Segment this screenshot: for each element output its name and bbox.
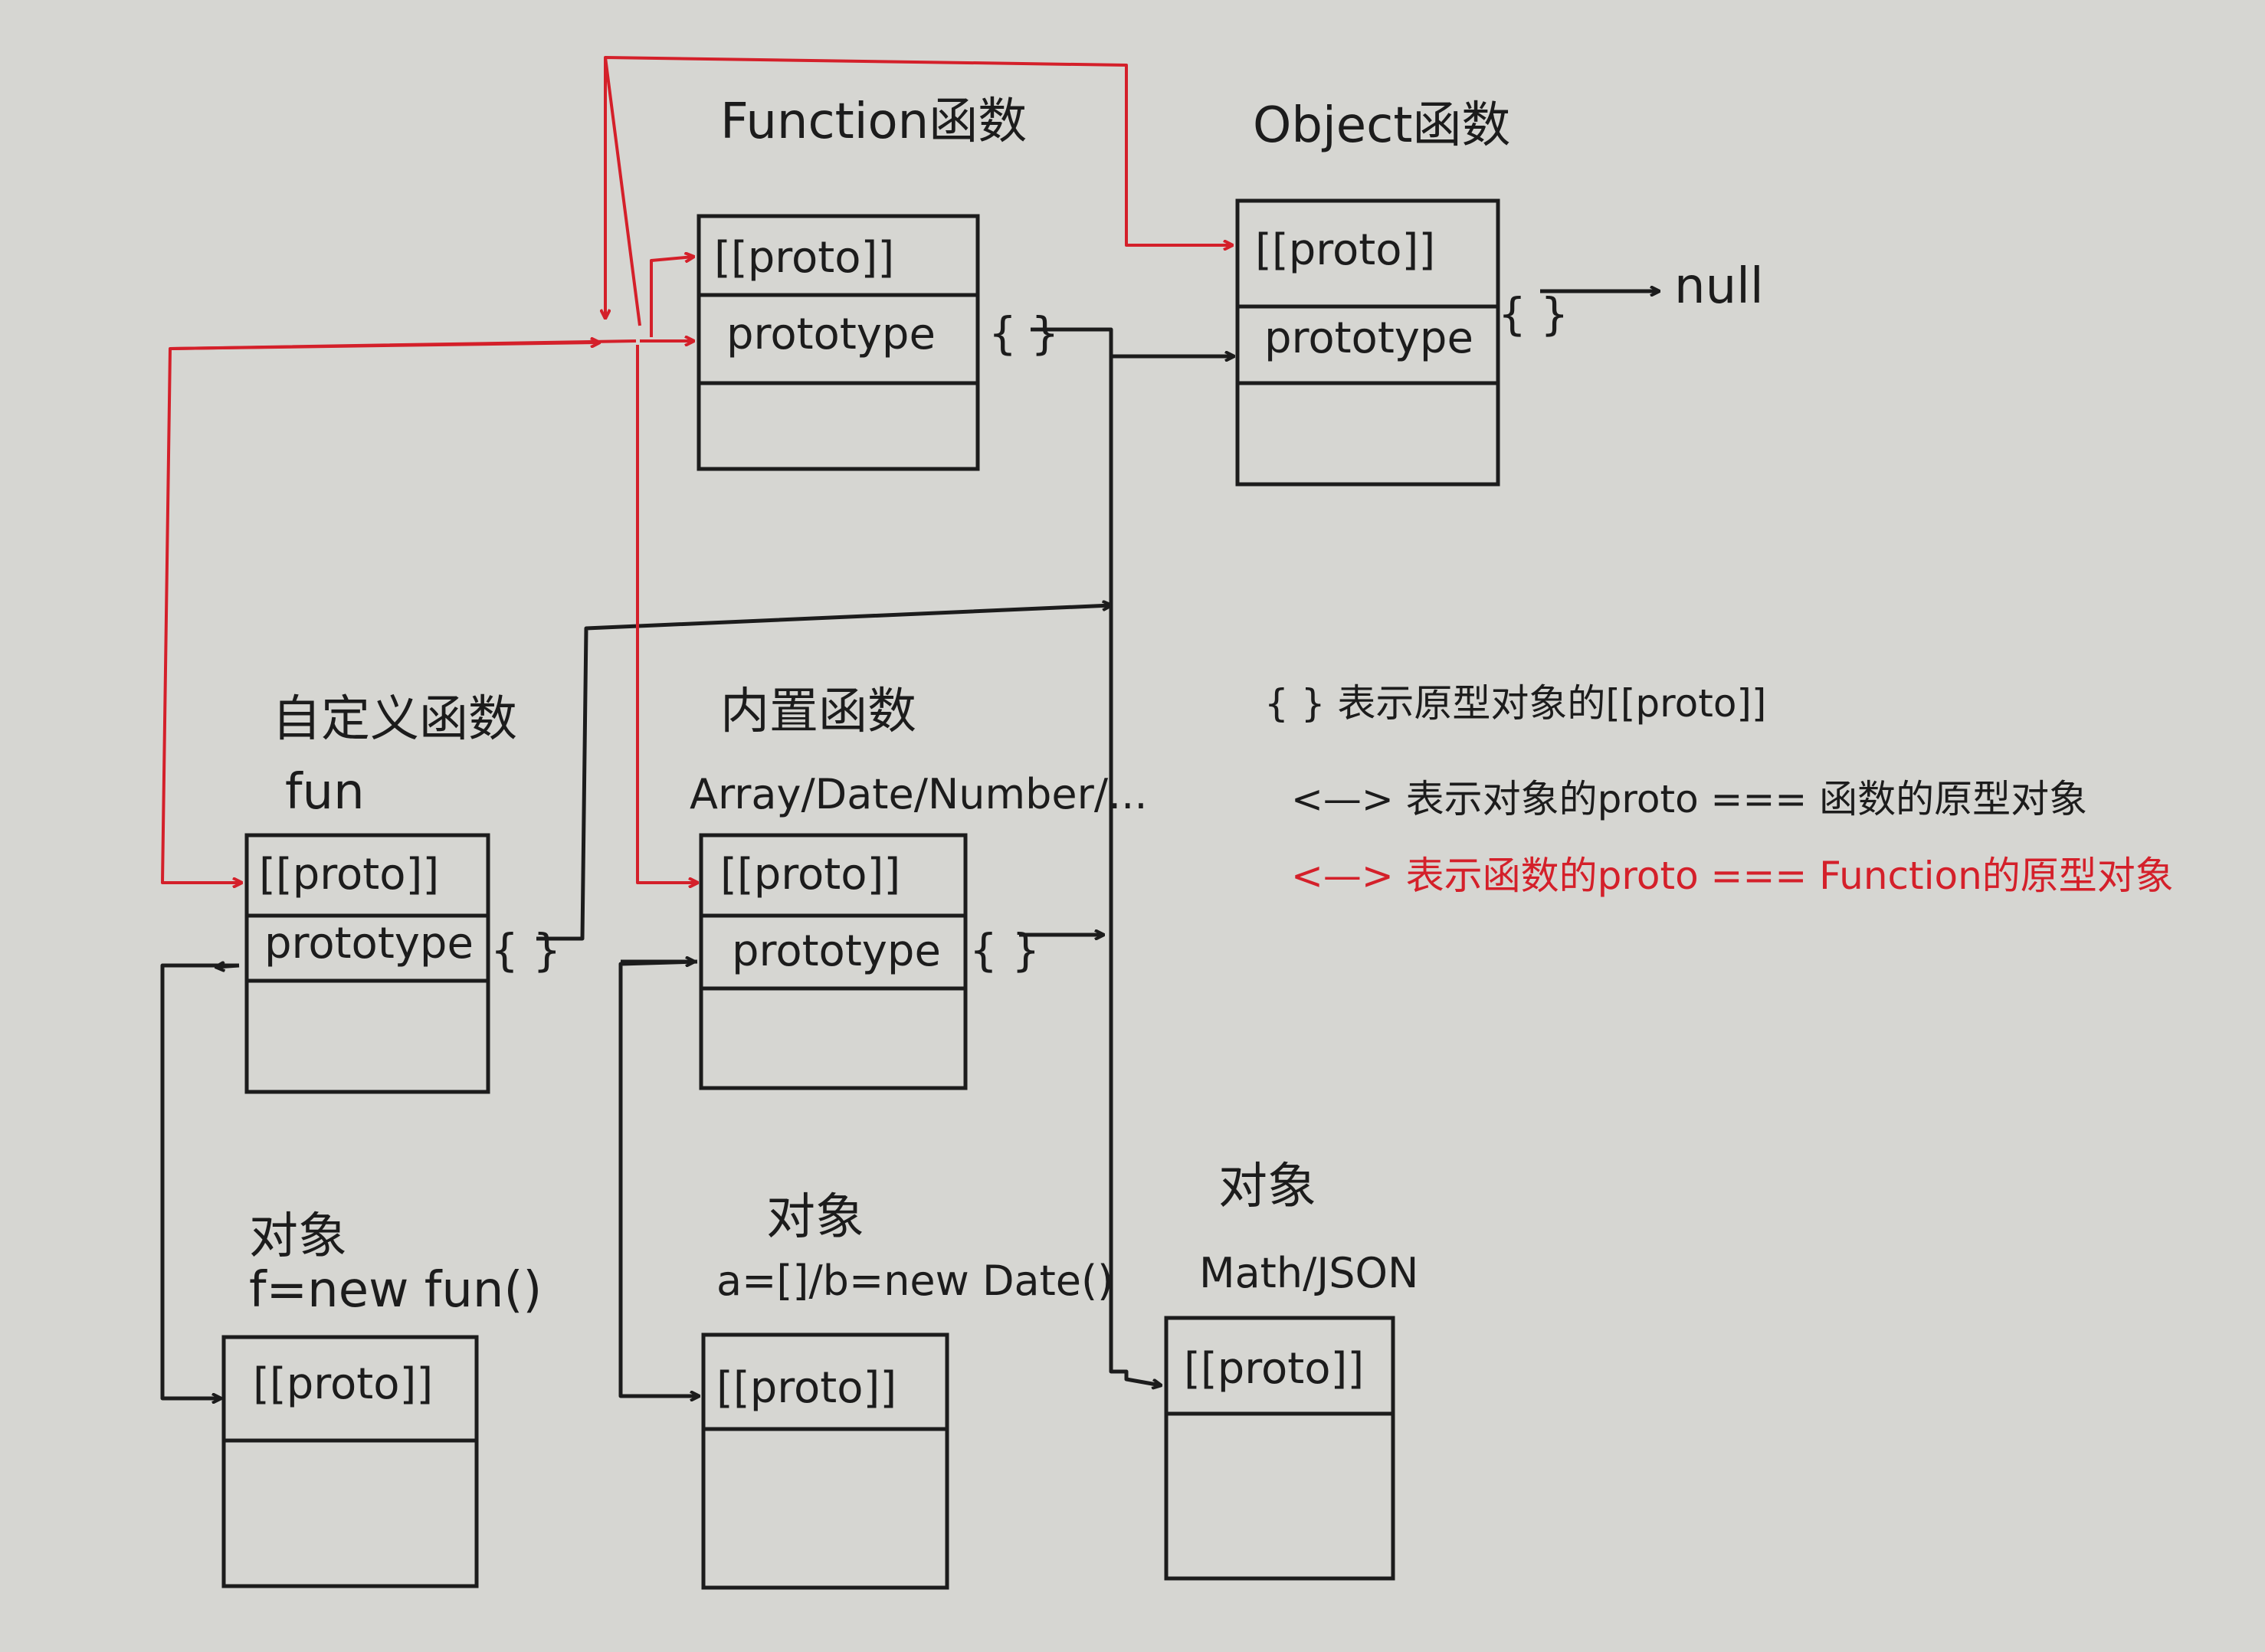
object-f-box: 对象 f=new fun() [[proto]]: [221, 1208, 542, 1588]
legend: { } 表示原型对象的[[proto]] <—> 表示对象的proto === …: [1264, 681, 2174, 898]
object-ab-frame: [701, 1332, 949, 1590]
object-math-frame: [1164, 1316, 1395, 1581]
red-left-to-hub: [169, 343, 599, 350]
object-ab-title: 对象: [766, 1189, 864, 1246]
custom-function-subtitle: fun: [285, 764, 365, 821]
object-f-subtitle: f=new fun(): [249, 1262, 542, 1319]
object-ab-box: 对象 a=[]/b=new Date() [[proto]]: [701, 1189, 1113, 1590]
function-box: Function函数 [[proto]] prototype { }: [697, 93, 1059, 471]
object-f-frame: [221, 1335, 479, 1588]
object-math-proto-cell: [[proto]]: [1184, 1344, 1364, 1394]
legend-line-braces: { } 表示原型对象的[[proto]]: [1264, 681, 1766, 726]
builtin-box-frame: [699, 833, 968, 1090]
object-math-title: 对象: [1218, 1159, 1316, 1215]
builtin-proto-to-function-prototype: [636, 345, 697, 883]
object-proto-cell: [[proto]]: [1255, 225, 1435, 275]
object-ab-subtitle: a=[]/b=new Date(): [716, 1257, 1113, 1305]
builtin-function-box: 内置函数 Array/Date/Number/... [[proto]] pro…: [690, 683, 1148, 1090]
object-math-subtitle: Math/JSON: [1199, 1249, 1418, 1297]
object-box: Object函数 [[proto]] prototype { } null: [1235, 97, 1764, 487]
object-f-proto-cell: [[proto]]: [253, 1359, 433, 1409]
builtin-prototype-cell: prototype: [732, 926, 941, 976]
custom-proto-cell: [[proto]]: [259, 850, 439, 900]
custom-prototype-arrowhead: [216, 965, 240, 967]
object-prototype-brace: { }: [1498, 288, 1568, 340]
builtin-prototype-brace: { }: [969, 924, 1040, 976]
object-box-frame: [1235, 198, 1500, 487]
hub-to-function-proto: [650, 257, 693, 337]
legend-line-black: <—> 表示对象的proto === 函数的原型对象: [1291, 777, 2087, 821]
function-title: Function函数: [720, 93, 1027, 150]
function-box-frame: [697, 214, 980, 471]
null-label: null: [1674, 258, 1764, 315]
object-ab-to-builtin-prototype: [618, 959, 699, 1396]
custom-function-title: 自定义函数: [272, 691, 517, 748]
object-title: Object函数: [1253, 97, 1510, 154]
object-prototype-cell: prototype: [1264, 313, 1473, 363]
custom-prototype-to-trunk: [536, 605, 1111, 941]
function-prototype-cell: prototype: [726, 310, 936, 359]
object-f-title: 对象: [249, 1208, 347, 1265]
builtin-function-title: 内置函数: [720, 683, 916, 740]
function-proto-cell: [[proto]]: [714, 233, 894, 283]
object-ab-proto-cell: [[proto]]: [716, 1363, 896, 1413]
custom-box-frame: [244, 833, 490, 1094]
object-math-box: 对象 Math/JSON [[proto]]: [1164, 1159, 1418, 1581]
function-prototype-brace: { }: [988, 307, 1059, 359]
builtin-proto-cell: [[proto]]: [720, 850, 900, 900]
custom-function-box: 自定义函数 fun [[proto]] prototype { }: [244, 691, 561, 1094]
object-f-to-custom-prototype: [160, 963, 239, 1398]
function-proto-to-object-prototype: [604, 56, 1232, 326]
builtin-function-subtitle: Array/Date/Number/...: [690, 770, 1148, 818]
custom-prototype-cell: prototype: [264, 919, 474, 969]
custom-prototype-brace: { }: [490, 924, 561, 976]
custom-proto-to-function-prototype: [161, 339, 637, 883]
legend-line-red: <—> 表示函数的proto === Function的原型对象: [1291, 854, 2174, 898]
trunk-to-math-proto: [1109, 329, 1161, 1385]
